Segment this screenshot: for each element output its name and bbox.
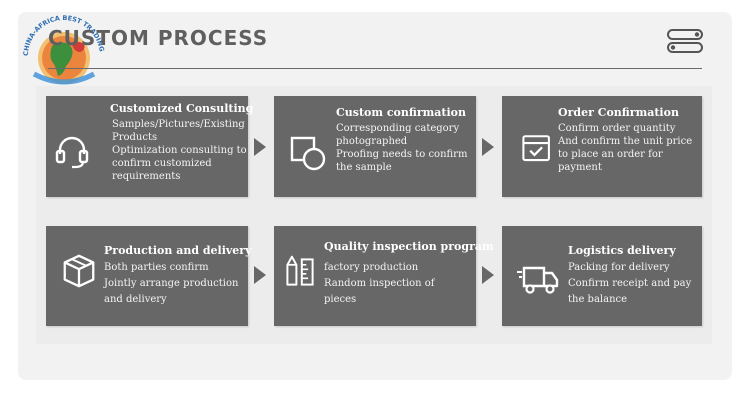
flow-arrow (482, 266, 494, 284)
card-line: to place an order for (558, 149, 663, 160)
card-line: and delivery (104, 294, 167, 305)
card-line: Samples/Pictures/Existing (112, 119, 245, 130)
settings-sliders-icon[interactable] (666, 27, 704, 55)
flow-arrow (482, 138, 494, 156)
platform-logo: CHINA-AFRICA BEST TRADING PLATFORM (14, 2, 106, 85)
headset-icon (55, 136, 89, 169)
card-line: Packing for delivery (568, 262, 670, 273)
card-line: Confirm receipt and pay (568, 278, 692, 289)
calendar-check-icon (522, 135, 550, 162)
process-card-consulting: Customized Consulting Samples/Pictures/E… (46, 96, 253, 197)
shapes-icon (290, 136, 326, 171)
process-card-order-confirmation: Order Confirmation Confirm order quantit… (502, 96, 702, 197)
title-divider (48, 68, 702, 69)
flow-arrow (254, 266, 266, 284)
card-line: Jointly arrange production (104, 278, 239, 289)
card-title: Logistics delivery (568, 244, 676, 257)
card-line: Proofing needs to confirm (336, 149, 468, 160)
page-title: CUSTOM PROCESS (48, 26, 269, 50)
card-line: confirm customized (112, 158, 212, 169)
card-title: Production and delivery (104, 244, 252, 257)
card-body: Both parties confirm Jointly arrange pro… (104, 260, 238, 308)
card-line: Optimization consulting to (112, 145, 247, 156)
card-line: Corresponding category (336, 123, 460, 134)
process-card-custom-confirmation: Custom confirmation Corresponding catego… (274, 96, 476, 197)
card-line: Random inspection of (324, 278, 435, 289)
card-line: Both parties confirm (104, 262, 209, 273)
card-body: Corresponding category photographed Proo… (336, 122, 467, 174)
card-line: the sample (336, 162, 392, 173)
card-line: And confirm the unit price (558, 136, 693, 147)
process-card-production: Production and delivery Both parties con… (46, 226, 252, 326)
pencil-ruler-icon (286, 255, 314, 286)
card-title: Custom confirmation (336, 106, 467, 119)
card-line: pieces (324, 294, 357, 305)
card-body: Packing for delivery Confirm receipt and… (568, 260, 691, 308)
process-card-quality-inspection: Quality inspection program factory produ… (274, 226, 494, 326)
flow-arrow (254, 138, 266, 156)
box-icon (63, 254, 95, 288)
process-card-logistics: Logistics delivery Packing for delivery … (502, 226, 702, 326)
card-line: factory production (324, 262, 419, 273)
card-line: the balance (568, 294, 628, 305)
card-title: Customized Consulting (110, 102, 254, 115)
card-line: Confirm order quantity (558, 123, 676, 134)
card-line: payment (558, 162, 602, 173)
card-line: requirements (112, 171, 181, 182)
card-title: Quality inspection program (324, 240, 494, 253)
card-body: factory production Random inspection of … (324, 260, 435, 308)
card-line: photographed (336, 136, 408, 147)
card-line: Products (112, 132, 158, 143)
card-title: Order Confirmation (558, 106, 679, 119)
card-body: Confirm order quantity And confirm the u… (558, 122, 692, 174)
truck-icon (517, 266, 559, 294)
card-body: Samples/Pictures/Existing Products Optim… (112, 118, 247, 183)
